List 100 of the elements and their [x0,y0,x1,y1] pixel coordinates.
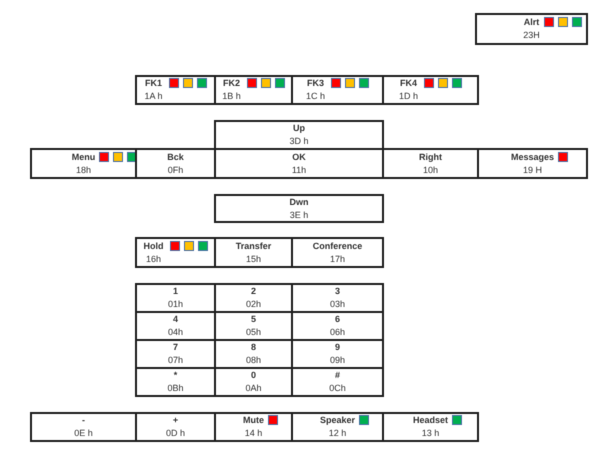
key-label: + [172,414,178,427]
key-label: 8 [250,341,256,354]
indicator-square-icon [99,152,110,162]
key-code: 01h [168,298,184,311]
key-code: 03h [330,298,346,311]
key-label: Bck [167,150,184,164]
key-code: 0Ah [245,382,262,395]
key-label: 2 [250,285,256,298]
key-code: 10h [422,164,438,176]
indicator-square-icon [260,78,271,88]
key-code: 0Fh [168,164,184,176]
key-code: 07h [168,354,184,367]
indicator-square-icon [359,78,369,88]
key-label: 6 [334,313,340,326]
key-label: 1 [172,285,178,298]
key-code: 09h [330,354,346,367]
key-label: 7 [172,341,178,354]
key-code: 0E h [74,427,93,440]
indicator-square-icon [452,78,462,88]
key-box [214,120,384,150]
key-box [214,412,293,442]
key-code: 11h [292,164,306,176]
key-code: 1D h [398,90,418,103]
key-box [214,75,293,105]
key-box [214,237,293,268]
key-label: - [82,414,85,427]
indicator-square-icon [113,152,124,162]
key-label: Alrt [524,16,540,29]
key-code: 05h [246,326,262,339]
key-box [135,283,216,313]
key-box [30,412,137,442]
key-label: Messages [510,150,554,164]
key-box [382,412,479,442]
key-label: Mute [243,414,264,427]
key-box [382,75,479,105]
key-label: FK2 [222,77,240,90]
key-code: 14 h [244,427,262,440]
key-label: # [334,369,340,382]
key-box [291,237,384,268]
key-code: 0Bh [167,382,184,395]
key-code: 3E h [290,208,308,222]
key-box [135,367,216,397]
key-label: OK [292,150,306,164]
key-code: 16h [146,252,162,266]
key-label: FK1 [144,77,162,90]
indicator-square-icon [198,240,208,250]
key-box [135,412,216,442]
key-box [291,75,384,105]
key-code: 02h [246,298,262,311]
indicator-square-icon [438,78,448,88]
indicator-square-icon [452,415,462,425]
key-label: Conference [312,240,362,252]
key-code: 17h [330,252,345,266]
key-label: 0 [250,369,256,382]
indicator-square-icon [359,415,370,425]
key-label: FK3 [306,77,324,90]
key-label: Up [292,122,305,135]
indicator-square-icon [331,78,341,88]
key-label: Dwn [290,196,308,208]
indicator-square-icon [246,78,257,88]
key-box [30,148,137,179]
key-code: 15h [246,252,262,266]
key-box [475,13,588,45]
key-code: 13 h [422,427,440,440]
indicator-square-icon [268,415,278,425]
indicator-square-icon [182,78,193,88]
indicator-square-icon [572,17,582,27]
key-code: 18h [76,164,92,176]
key-box [477,148,588,179]
key-code: 19 H [522,164,542,176]
indicator-square-icon [168,78,179,88]
key-box [291,367,384,397]
key-box [382,148,479,179]
indicator-square-icon [424,78,434,88]
key-box [135,75,216,105]
key-code: 1C h [306,90,325,103]
key-label: Speaker [320,414,356,427]
key-label: Headset [412,414,448,427]
key-label: * [174,369,178,382]
key-label: 4 [172,313,178,326]
key-code: 1B h [222,90,241,103]
indicator-square-icon [196,78,207,88]
key-code: 0Ch [329,382,346,395]
key-label: FK4 [400,77,417,90]
key-code: 3D h [289,135,308,148]
key-label: 9 [334,341,340,354]
key-label: Menu [72,150,96,164]
indicator-square-icon [345,78,355,88]
key-code: 08h [246,354,262,367]
key-code: 0D h [166,427,185,440]
key-code: 04h [168,326,184,339]
key-code: 23H [523,29,540,42]
key-box [291,412,384,442]
key-code: 12 h [328,427,346,440]
key-box [214,194,384,223]
indicator-square-icon [558,152,568,162]
key-label: 3 [334,285,340,298]
key-label: Right [419,150,442,164]
key-label: Transfer [236,240,272,252]
indicator-square-icon [544,17,554,27]
